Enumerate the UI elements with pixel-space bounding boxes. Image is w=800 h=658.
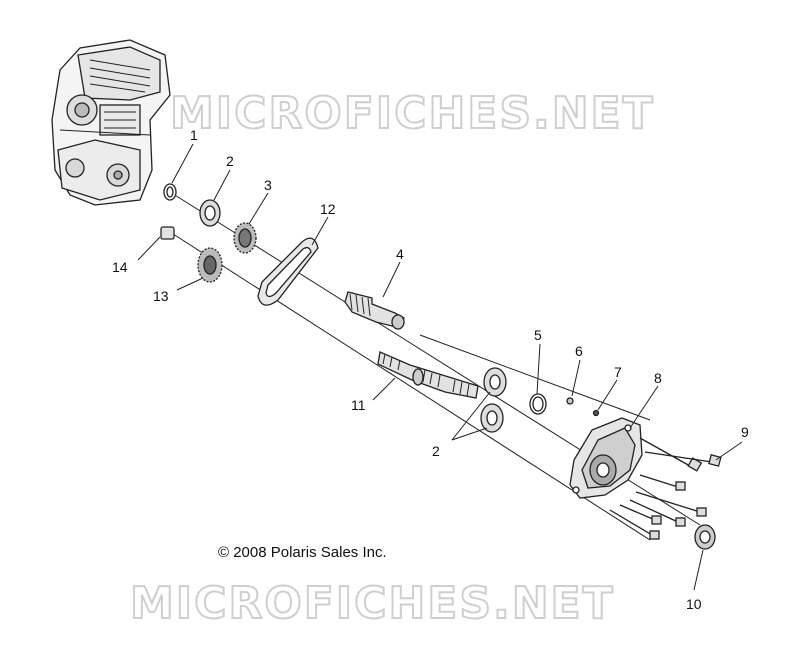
callout-labels: 1 2 3 12 4 14 13 5 6 7 8 9 11 2 10 (112, 127, 749, 612)
callout-13: 13 (153, 288, 169, 304)
part-6-pin (566, 397, 574, 405)
callout-7: 7 (614, 364, 622, 380)
callout-4: 4 (396, 246, 404, 262)
callout-14: 14 (112, 259, 128, 275)
part-5-ring (529, 393, 547, 415)
copyright-text: © 2008 Polaris Sales Inc. (218, 544, 387, 561)
callout-6: 6 (575, 343, 583, 359)
callout-11: 11 (351, 397, 366, 413)
part-3-gear (233, 222, 257, 254)
part-11-output-shaft (377, 351, 479, 399)
watermark-top: MICROFICHES.NET (170, 88, 655, 139)
part-8-cover (569, 417, 643, 499)
watermark-bottom: MICROFICHES.NET (130, 578, 615, 629)
transmission-housing-illustration (51, 39, 171, 206)
part-9-bolts (609, 437, 722, 540)
callout-8: 8 (654, 370, 662, 386)
part-12-chain (257, 237, 319, 306)
part-2-bearing-middle (483, 367, 507, 397)
part-2-bearing-top (199, 199, 221, 227)
callout-3: 3 (264, 177, 272, 193)
callout-10: 10 (686, 596, 702, 612)
part-13-gear (197, 247, 223, 283)
callout-12: 12 (320, 201, 336, 217)
part-1-snap-ring (163, 183, 177, 201)
callout-9: 9 (741, 424, 749, 440)
part-7-dowel (592, 409, 600, 417)
part-10-seal (694, 524, 716, 550)
part-2-bearing-lower (480, 403, 504, 433)
callout-leader-lines (137, 143, 743, 591)
callout-2: 2 (226, 153, 234, 169)
part-4-shaft (344, 291, 405, 330)
callout-1: 1 (190, 127, 198, 143)
part-14-bushing (160, 226, 175, 240)
callout-5: 5 (534, 327, 542, 343)
callout-2-lower: 2 (432, 443, 440, 459)
